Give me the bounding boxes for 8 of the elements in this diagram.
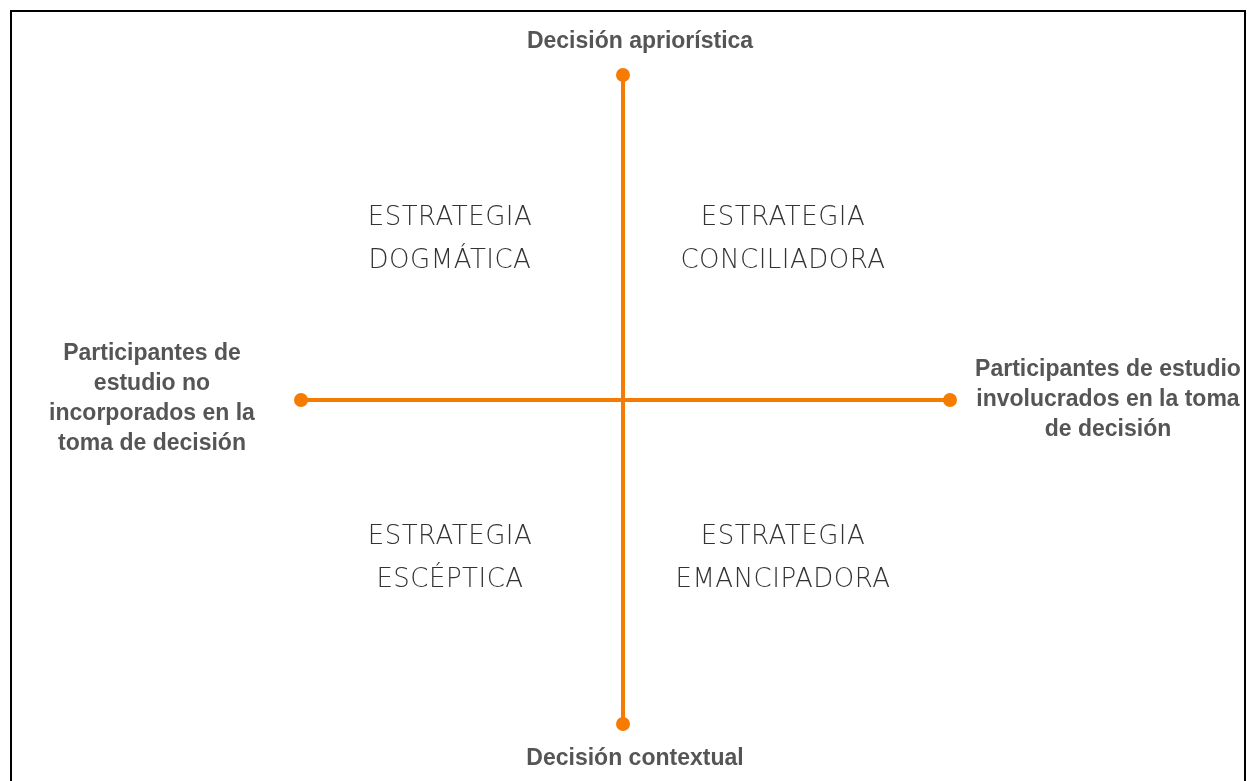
axis-label: Decisión apriorística <box>526 26 754 55</box>
quadrant-label: ESTRATEGIA CONCILIADORA <box>680 200 886 276</box>
quadrant-label: ESTRATEGIA ESCÉPTICA <box>367 519 533 595</box>
quadrant-label: ESTRATEGIA DOGMÁTICA <box>367 200 533 276</box>
quadrant-label: ESTRATEGIA EMANCIPADORA <box>675 519 891 595</box>
axis-label: Decisión contextual <box>526 743 744 772</box>
axis-label: Participantes de estudio involucrados en la toma de decisión <box>974 354 1242 443</box>
axis-label: Participantes de estudio no incorporados en la toma de decisión <box>48 338 256 457</box>
